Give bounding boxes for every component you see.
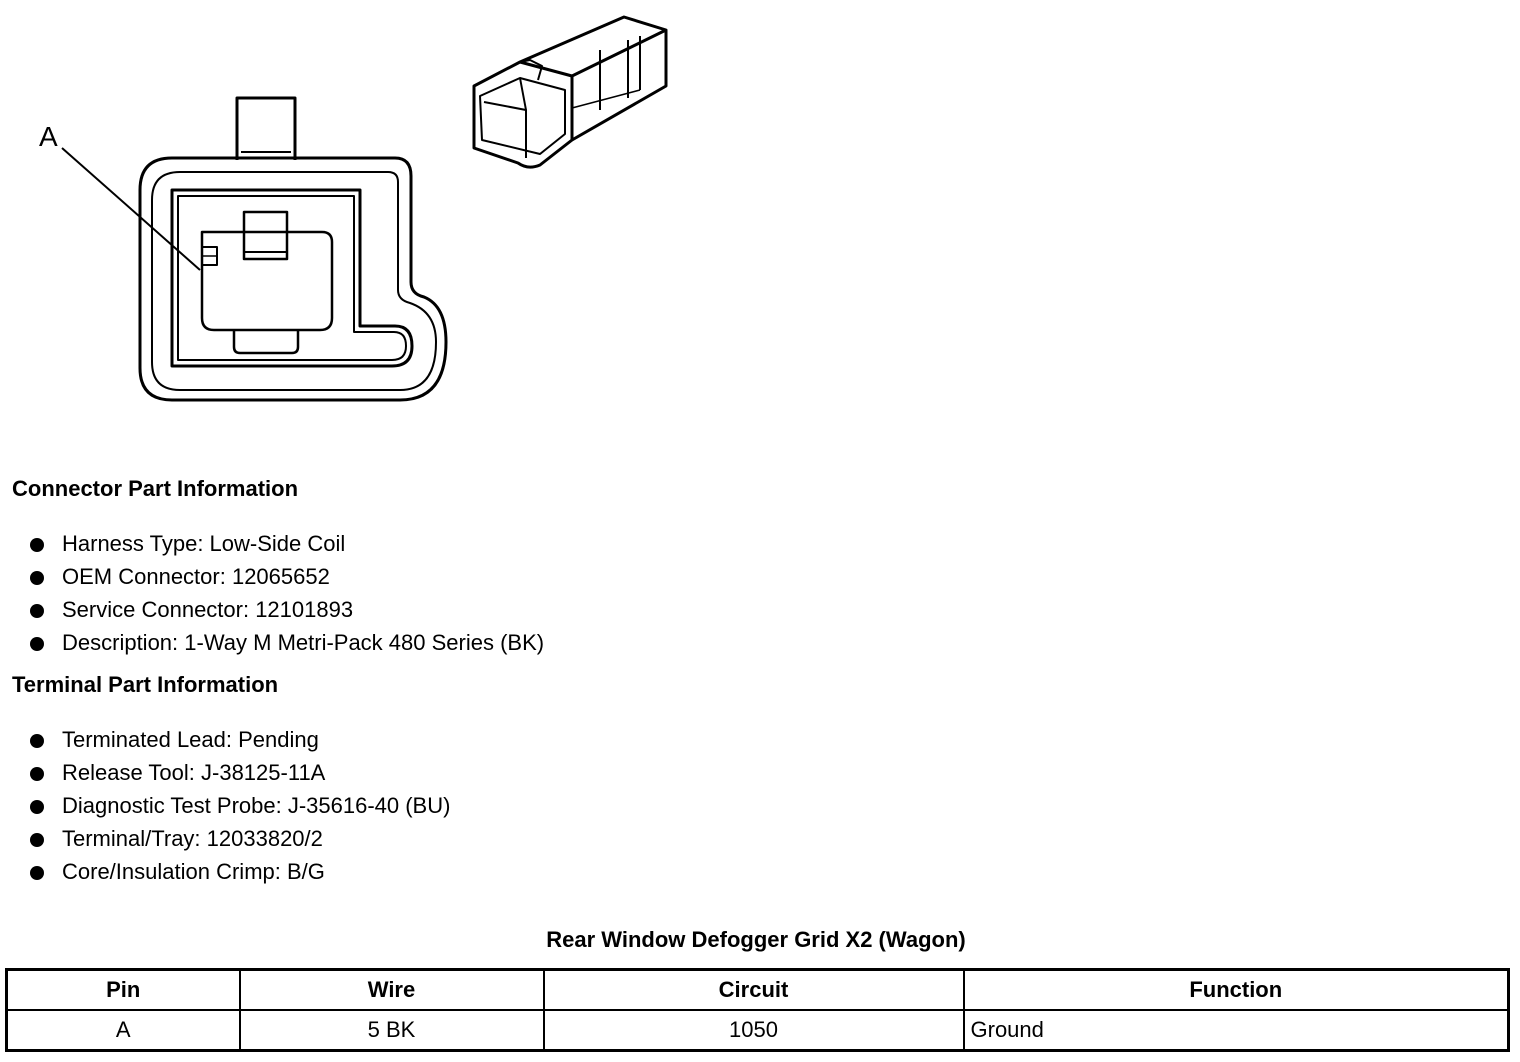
bullet-icon xyxy=(30,800,44,814)
terminal-part-info-list: Terminated Lead: Pending Release Tool: J… xyxy=(30,723,450,888)
list-item: Core/Insulation Crimp: B/G xyxy=(30,855,450,888)
cell-circuit: 1050 xyxy=(542,1009,965,1052)
bullet-icon xyxy=(30,571,44,585)
bullet-icon xyxy=(30,538,44,552)
pin-table: Pin Wire Circuit Function A 5 BK 1050 Gr… xyxy=(5,968,1510,1052)
cell-function: Ground xyxy=(962,1009,1510,1052)
bullet-icon xyxy=(30,604,44,618)
cell-wire: 5 BK xyxy=(238,1009,545,1052)
pin-table-title: Rear Window Defogger Grid X2 (Wagon) xyxy=(546,927,966,952)
terminal-part-info-heading: Terminal Part Information xyxy=(12,672,279,697)
cell-pin: A xyxy=(5,1009,241,1052)
connector-part-info-heading: Connector Part Information xyxy=(12,476,299,501)
column-header-pin: Pin xyxy=(5,968,241,1011)
connector-perspective-icon xyxy=(472,15,668,169)
list-item: Diagnostic Test Probe: J-35616-40 (BU) xyxy=(30,789,450,822)
list-item: Service Connector: 12101893 xyxy=(30,593,544,626)
column-header-circuit: Circuit xyxy=(542,968,965,1011)
list-item: Terminal/Tray: 12033820/2 xyxy=(30,822,450,855)
list-item: OEM Connector: 12065652 xyxy=(30,560,544,593)
bullet-icon xyxy=(30,866,44,880)
bullet-icon xyxy=(30,767,44,781)
bullet-icon xyxy=(30,833,44,847)
list-item: Terminated Lead: Pending xyxy=(30,723,450,756)
callout-label-a: A xyxy=(39,121,58,152)
list-item: Release Tool: J-38125-11A xyxy=(30,756,450,789)
connector-face-view-icon xyxy=(138,96,448,402)
list-item: Harness Type: Low-Side Coil xyxy=(30,527,544,560)
table-header-row: Pin Wire Circuit Function xyxy=(5,968,1510,1011)
table-row: A 5 BK 1050 Ground xyxy=(5,1009,1510,1052)
column-header-wire: Wire xyxy=(238,968,545,1011)
bullet-icon xyxy=(30,734,44,748)
callout-leader-line xyxy=(61,147,201,271)
connector-diagram: A xyxy=(39,15,668,402)
column-header-function: Function xyxy=(962,968,1510,1011)
list-item: Description: 1-Way M Metri-Pack 480 Seri… xyxy=(30,626,544,659)
connector-part-info-list: Harness Type: Low-Side Coil OEM Connecto… xyxy=(30,527,544,659)
bullet-icon xyxy=(30,637,44,651)
